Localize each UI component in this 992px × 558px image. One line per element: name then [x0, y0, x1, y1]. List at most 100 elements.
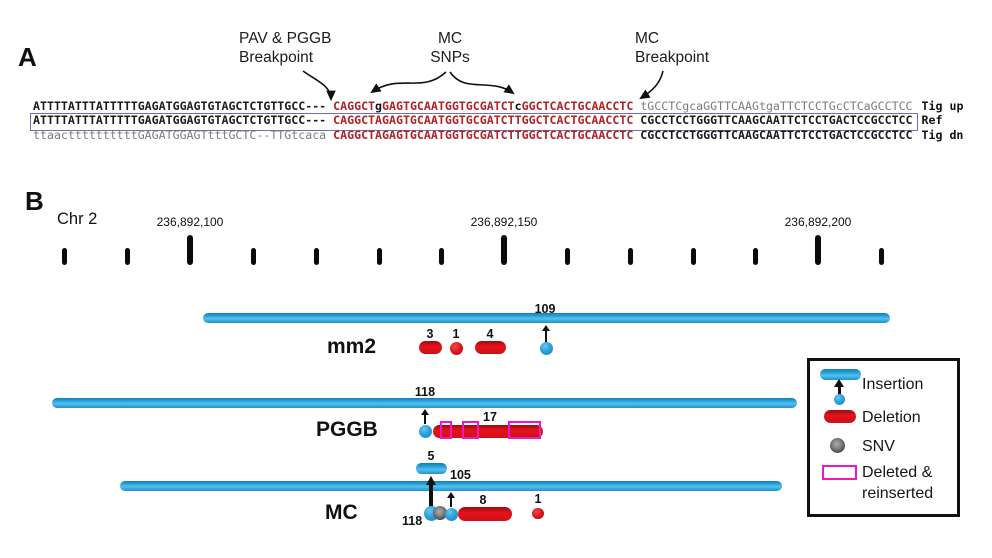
- deletion-pill: [433, 425, 543, 438]
- sequence-segment-red: GAGTGCAATGGTGCGATCT: [382, 99, 515, 113]
- insertion-size: 118: [414, 385, 436, 399]
- legend-insertion-dot-icon: [834, 394, 845, 405]
- sequence-row: ATTTTATTTATTTTTGAGATGGAGTGTAGCTCTGTTGCC-…: [33, 113, 963, 127]
- insertion-arrow-thick: [429, 483, 433, 507]
- ruler-tick-minor: [124, 248, 130, 265]
- insertion-arrow-head: [447, 492, 455, 498]
- insertion-size: 5: [427, 449, 435, 463]
- deletion-dot: [532, 507, 544, 520]
- insertion-arrow: [545, 329, 547, 342]
- legend-insertion-arrow: [838, 386, 841, 395]
- insertion-arrow-head: [542, 325, 550, 331]
- legend-insertion-label: Insertion: [862, 376, 924, 393]
- insertion-dot: [419, 425, 432, 438]
- insertion-dot: [445, 507, 458, 521]
- deletion-size: 3: [426, 327, 434, 341]
- deletion-size: 1: [534, 492, 542, 506]
- chromosome-label: Chr 2: [57, 210, 98, 228]
- ruler-tick-minor: [376, 248, 382, 265]
- ruler-tick-major: [187, 235, 193, 265]
- annotation-mc-snps: MC SNPs: [418, 30, 482, 67]
- sequence-row-label: Tig up: [921, 99, 964, 113]
- sequence-row: ATTTTATTTATTTTTGAGATGGAGTGTAGCTCTGTTGCC-…: [33, 99, 963, 113]
- panel-b-label: B: [25, 186, 44, 216]
- deleted-reinserted-box: [462, 421, 479, 439]
- sequence-row: ttaacttttttttttGAGATGGAGTtttGCTC--TTGtca…: [33, 128, 963, 142]
- legend-insertion-arrowhead: [834, 379, 844, 387]
- legend-deleted-reinserted-icon: [822, 465, 857, 480]
- deletion-pill: [419, 341, 442, 354]
- ruler-tick-minor: [878, 248, 884, 265]
- legend-snv-label: SNV: [862, 438, 895, 455]
- track-label-PGGB: PGGB: [316, 418, 378, 441]
- legend-deletion-label: Deletion: [862, 409, 921, 426]
- ruler-tick-minor: [61, 248, 67, 265]
- deletion-size: 8: [479, 493, 487, 507]
- insertion-pill: [416, 463, 447, 474]
- ruler-tick-minor: [752, 248, 758, 265]
- ruler-tick-minor: [564, 248, 570, 265]
- sequence-segment-gray: tGCCTCgcaGGTTCAAGtgaTTCTCCTGcCTCaGCCTCC: [640, 99, 913, 113]
- sequence-segment-dark: ATTTTATTTATTTTTGAGATGGAGTGTAGCTCTGTTGCC-…: [33, 99, 327, 113]
- sequence-segment-dark: CGCCTCCTGGGTTCAAGCAATTCTCCTGACTCCGCCTCC: [640, 127, 913, 142]
- ruler-tick-minor: [627, 248, 633, 265]
- deleted-reinserted-box: [440, 421, 452, 439]
- sequence-segment-snp: g: [375, 99, 383, 113]
- annotation-mc-breakpoint: MC Breakpoint: [635, 30, 709, 67]
- deleted-reinserted-box: [508, 421, 541, 439]
- sequence-segment-snp: c: [514, 99, 522, 113]
- insertion-arrow-head: [421, 409, 429, 415]
- insertion-arrow: [450, 496, 452, 507]
- deletion-pill: [475, 341, 506, 354]
- annotation-line: Breakpoint: [635, 48, 710, 66]
- MC-alignment-bar: [120, 481, 782, 491]
- annotation-line: MC: [437, 30, 463, 47]
- legend-deletion-icon: [824, 410, 856, 423]
- snv-dot: [432, 505, 447, 520]
- deletion-size: 17: [483, 410, 497, 424]
- sequence-segment-red: CAGGCTAGAGTGCAATGGTGCGATCTTGGCTCACTGCAAC…: [333, 127, 634, 142]
- ruler-tick-major: [501, 235, 507, 265]
- legend: Insertion Deletion SNV Deleted & reinser…: [807, 358, 960, 517]
- deletion-pill: [458, 507, 512, 521]
- track-label-mm2: mm2: [327, 335, 377, 358]
- ruler-tick-minor: [313, 248, 319, 265]
- sequence-segment-red: CAGGCTAGAGTGCAATGGTGCGATCTTGGCTCACTGCAAC…: [333, 113, 634, 128]
- sequence-segment-red: GGCTCACTGCAACCTC: [521, 99, 634, 113]
- panel-a-label: A: [18, 42, 37, 72]
- sequence-alignment: ATTTTATTTATTTTTGAGATGGAGTGTAGCTCTGTTGCC-…: [33, 99, 963, 142]
- insertion-size: 105: [450, 468, 471, 482]
- ruler-coordinate-label: 236,892,100: [156, 215, 224, 229]
- ruler-tick-minor: [250, 248, 256, 265]
- annotation-pav-pggb-breakpoint: PAV & PGGB Breakpoint: [239, 30, 331, 67]
- sequence-segment-red: CAGGCT: [333, 99, 376, 113]
- legend-snv-icon: [830, 438, 845, 453]
- deletion-dot: [450, 341, 463, 355]
- annotation-line: Breakpoint: [239, 48, 314, 66]
- legend-deleted-reinserted-label: Deleted & reinserted: [862, 464, 934, 502]
- mm2-alignment-bar: [203, 313, 890, 323]
- insertion-size: 109: [534, 302, 556, 316]
- deletion-size: 4: [486, 327, 494, 341]
- insertion-dot: [539, 342, 553, 355]
- PGGB-alignment-bar: [52, 398, 797, 408]
- annotation-line: PAV & PGGB: [239, 30, 332, 47]
- deletion-size: 1: [452, 327, 460, 341]
- ruler-tick-minor: [438, 248, 444, 265]
- sequence-row-label: Ref: [921, 113, 943, 128]
- sequence-segment-dark: ATTTTATTTATTTTTGAGATGGAGTGTAGCTCTGTTGCC-…: [33, 113, 327, 128]
- legend-insertion-pill-icon: [820, 369, 861, 380]
- sequence-segment-gray: ttaacttttttttttGAGATGGAGTtttGCTC--TTGtca…: [33, 127, 327, 142]
- annotation-line: SNPs: [430, 48, 470, 66]
- ruler-tick-minor: [690, 248, 696, 265]
- ruler-tick-major: [815, 235, 821, 265]
- insertion-arrow: [424, 413, 426, 424]
- sequence-segment-dark: CGCCTCCTGGGTTCAAGCAATTCTCCTGACTCCGCCTCC: [640, 113, 913, 128]
- sequence-row-label: Tig dn: [921, 127, 964, 142]
- ref-highlight-box: [30, 113, 918, 131]
- ruler-coordinate-label: 236,892,200: [784, 215, 852, 229]
- insertion-size: 118: [402, 514, 423, 528]
- annotation-line: MC: [635, 30, 660, 47]
